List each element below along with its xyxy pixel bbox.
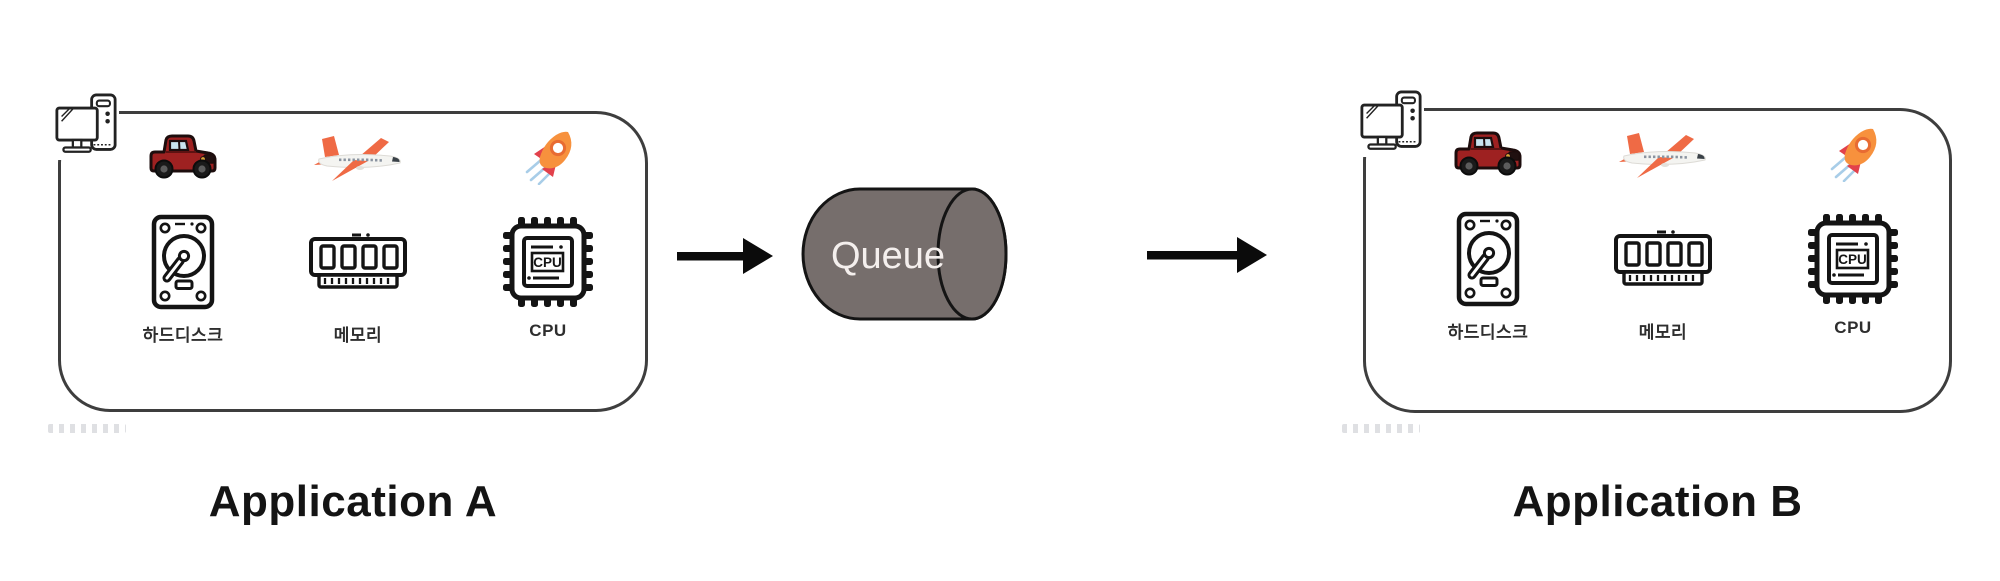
rocket-icon [1824,125,1882,182]
vintage-car-icon [1451,125,1525,181]
desktop-computer-icon [1358,87,1424,157]
memory-label: 메모리 [333,326,383,345]
vintage-car-icon [146,128,220,184]
hard-disk-label: 하드디스크 [142,326,224,345]
cpu-chip-text: CPU [1838,252,1867,267]
application-b-box: 하드디스크 [1358,87,1952,413]
cpu-label: CPU [529,321,567,340]
column-memory: 메모리 [273,128,443,346]
hard-disk-icon [1456,209,1520,309]
cpu-chip-text: CPU [533,255,562,270]
arrow-queue-to-b [1147,235,1267,275]
hard-disk-label: 하드디스크 [1447,323,1529,342]
column-cpu: CPU CPU [463,128,633,341]
column-hard-disk: 하드디스크 [1403,125,1573,343]
memory-ram-icon [1613,209,1713,309]
desktop-computer-icon [53,90,119,160]
cpu-label: CPU [1834,318,1872,337]
hard-disk-icon [151,212,215,312]
rocket-icon [519,128,577,185]
queue-label: Queue [831,235,945,277]
airplane-icon [1613,125,1713,181]
application-b-title: Application B [1512,477,1803,526]
application-a-title: Application A [208,477,498,526]
memory-ram-icon [308,212,408,312]
memory-label: 메모리 [1638,323,1688,342]
cpu-chip-icon: CPU [1808,209,1898,309]
watermark-glyphs [48,424,126,433]
cpu-chip-icon: CPU [503,212,593,312]
column-hard-disk: 하드디스크 [98,128,268,346]
airplane-icon [308,128,408,184]
application-a-box: 하드디스크 [53,90,648,412]
arrow-a-to-queue [677,236,773,276]
column-memory: 메모리 [1578,125,1748,343]
queue-cylinder: Queue [800,186,1010,322]
column-cpu: CPU CPU [1768,125,1938,338]
watermark-glyphs [1342,424,1420,433]
